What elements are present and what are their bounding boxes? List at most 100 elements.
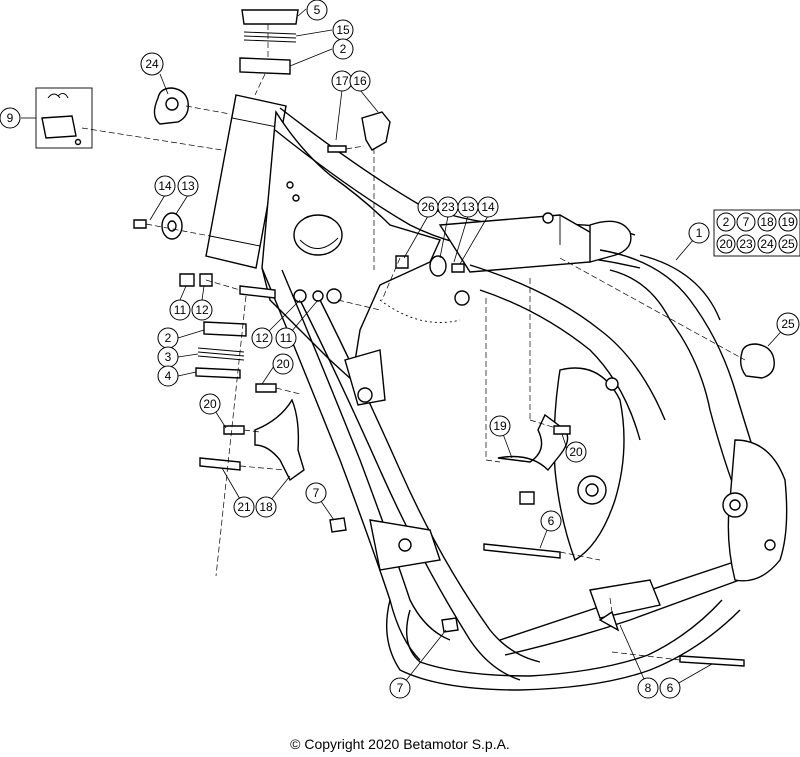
- callout-6: 6: [659, 677, 681, 699]
- svg-text:20: 20: [569, 445, 583, 459]
- part-16: [361, 111, 391, 151]
- callouts: 5 15 2 24 9 17 16 14 13 26 23 13 14 1 11…: [0, 0, 800, 699]
- copyright-notice: © Copyright 2020 Betamotor S.p.A.: [290, 736, 510, 752]
- svg-text:14: 14: [481, 200, 495, 214]
- kit-box: 2 7 18 19 20 23 24 25: [713, 209, 800, 257]
- part-17: [327, 145, 347, 153]
- svg-text:7: 7: [743, 215, 750, 229]
- svg-text:2: 2: [723, 215, 730, 229]
- steering-head: [205, 94, 287, 269]
- svg-text:4: 4: [165, 369, 172, 383]
- kit-item-2: 2: [716, 212, 736, 232]
- kit-item-24: 24: [757, 234, 777, 254]
- callout-26: 26: [417, 196, 439, 218]
- part-2-bottom: [203, 321, 247, 337]
- callout-3: 3: [157, 346, 179, 368]
- svg-text:12: 12: [195, 303, 209, 317]
- svg-text:1: 1: [696, 226, 703, 240]
- svg-text:5: 5: [314, 3, 321, 17]
- callout-12: 12: [191, 299, 213, 321]
- callout-7: 7: [389, 677, 411, 699]
- svg-text:13: 13: [181, 179, 195, 193]
- part-25: [739, 343, 775, 379]
- part-4: [195, 367, 241, 379]
- callout-20: 20: [565, 441, 587, 463]
- svg-text:6: 6: [548, 514, 555, 528]
- svg-text:17: 17: [335, 74, 349, 88]
- svg-text:15: 15: [336, 23, 350, 37]
- callout-4: 4: [157, 365, 179, 387]
- callout-24: 24: [140, 52, 164, 76]
- callout-14: 14: [154, 175, 176, 197]
- svg-text:23: 23: [739, 237, 753, 251]
- kit-item-18: 18: [757, 212, 777, 232]
- svg-text:20: 20: [203, 397, 217, 411]
- kit-item-23: 23: [736, 234, 756, 254]
- part-3: [197, 347, 245, 361]
- svg-text:24: 24: [760, 237, 774, 251]
- svg-text:7: 7: [397, 681, 404, 695]
- callout-19: 19: [489, 415, 511, 437]
- callout-9: 9: [0, 107, 21, 129]
- svg-text:2: 2: [165, 331, 172, 345]
- callout-13: 13: [177, 175, 199, 197]
- part-18: [254, 398, 305, 482]
- svg-text:14: 14: [158, 179, 172, 193]
- part-15: [243, 31, 297, 43]
- callout-25: 25: [776, 312, 800, 336]
- svg-text:21: 21: [237, 500, 251, 514]
- callout-20: 20: [272, 353, 294, 375]
- svg-text:19: 19: [493, 419, 507, 433]
- callout-17: 17: [331, 70, 353, 92]
- svg-text:24: 24: [145, 57, 159, 71]
- part-2-top: [239, 57, 291, 75]
- callout-6: 6: [540, 510, 562, 532]
- kit-item-19: 19: [778, 212, 798, 232]
- svg-text:7: 7: [313, 486, 320, 500]
- callout-7: 7: [305, 482, 327, 504]
- callout-5: 5: [306, 0, 328, 21]
- svg-text:25: 25: [781, 237, 795, 251]
- svg-text:18: 18: [760, 215, 774, 229]
- svg-text:6: 6: [667, 681, 674, 695]
- svg-text:8: 8: [645, 681, 652, 695]
- callout-11: 11: [275, 327, 297, 349]
- callout-13: 13: [457, 196, 479, 218]
- kit-item-20: 20: [716, 234, 736, 254]
- callout-2: 2: [332, 38, 354, 60]
- svg-text:3: 3: [165, 350, 172, 364]
- svg-text:2: 2: [340, 42, 347, 56]
- callout-8: 8: [637, 677, 659, 699]
- callout-23: 23: [437, 196, 459, 218]
- callout-18: 18: [255, 496, 277, 518]
- callout-2: 2: [157, 327, 179, 349]
- svg-text:26: 26: [421, 200, 435, 214]
- callout-21: 21: [233, 496, 255, 518]
- svg-text:16: 16: [353, 74, 367, 88]
- part-21: [199, 457, 241, 471]
- assembly-lines: [81, 24, 746, 661]
- callout-14: 14: [477, 196, 499, 218]
- svg-text:13: 13: [461, 200, 475, 214]
- svg-text:19: 19: [781, 215, 795, 229]
- leader-lines: [21, 8, 789, 689]
- svg-text:25: 25: [781, 317, 795, 331]
- svg-text:11: 11: [280, 331, 293, 345]
- svg-text:18: 18: [259, 500, 273, 514]
- kit-item-7: 7: [736, 212, 756, 232]
- part-5: [241, 9, 299, 25]
- callout-20: 20: [199, 393, 221, 415]
- callout-16: 16: [349, 70, 371, 92]
- callout-11: 11: [169, 299, 191, 321]
- svg-text:20: 20: [719, 237, 733, 251]
- svg-text:11: 11: [174, 303, 187, 317]
- loose-parts: [35, 9, 775, 667]
- svg-text:20: 20: [276, 357, 290, 371]
- svg-text:12: 12: [255, 331, 269, 345]
- svg-text:9: 9: [7, 111, 14, 125]
- callout-15: 15: [332, 19, 354, 41]
- kit-item-25: 25: [778, 234, 798, 254]
- callout-1: 1: [688, 222, 710, 244]
- callout-12: 12: [251, 327, 273, 349]
